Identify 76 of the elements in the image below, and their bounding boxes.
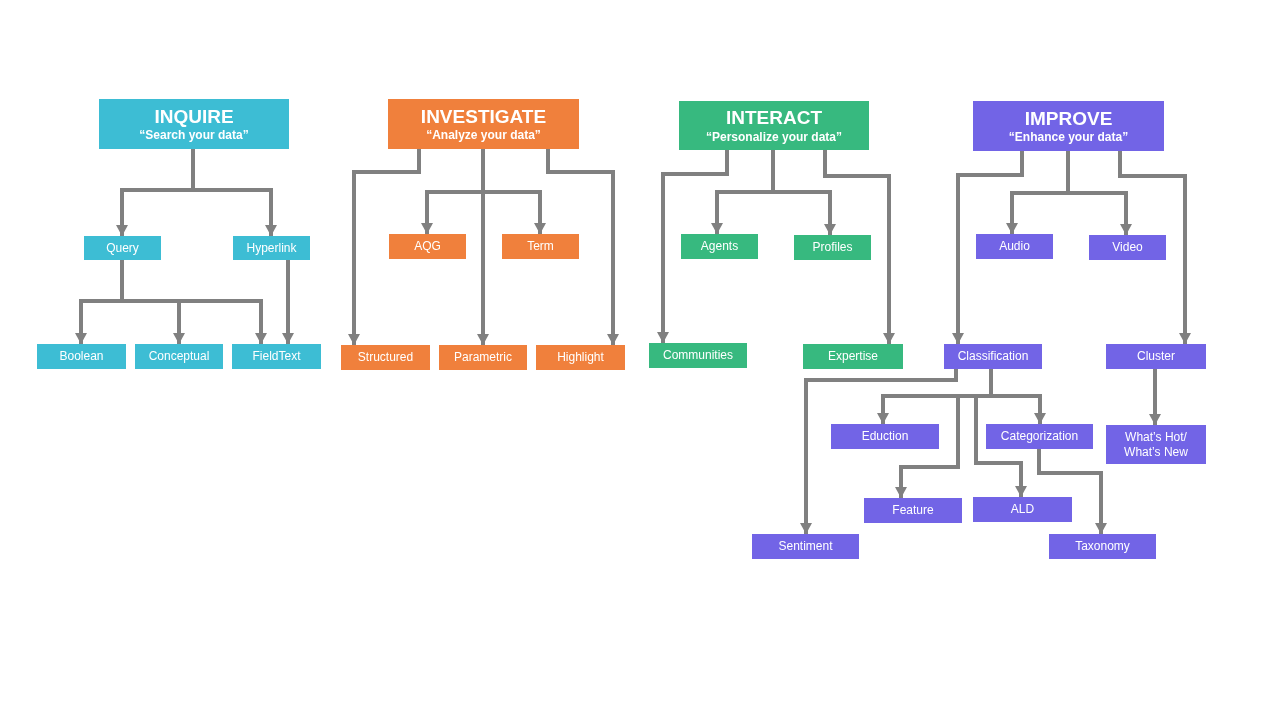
topic-label: AQG <box>413 239 442 254</box>
topic-box <box>649 343 747 368</box>
topic-label: Communities <box>662 348 734 363</box>
category-header-box <box>99 99 289 149</box>
category-title: INTERACT <box>725 106 823 130</box>
topic-label: Boolean <box>58 349 105 364</box>
category-title: IMPROVE <box>1024 106 1113 131</box>
category-header-box <box>973 101 1164 151</box>
topic-label: Parametric <box>453 350 513 365</box>
arrow <box>823 150 895 344</box>
topic-label: Profiles <box>811 240 854 255</box>
topic-label: Query <box>105 240 140 256</box>
category-header-box <box>388 99 579 149</box>
arrow <box>800 369 958 534</box>
topic-box <box>135 344 223 369</box>
topic-label: Feature <box>891 503 935 518</box>
arrow <box>1118 151 1191 344</box>
category-tagline: “Analyze your data” <box>426 128 541 144</box>
topic-box <box>1049 534 1156 559</box>
topic-box <box>986 424 1093 449</box>
topic-box <box>973 497 1072 522</box>
topic-box <box>794 235 871 260</box>
topic-label: Expertise <box>827 349 879 364</box>
arrow <box>348 149 421 345</box>
category-tagline: “Enhance your data” <box>1008 130 1129 146</box>
topic-box <box>944 344 1042 369</box>
topic-box <box>341 345 430 370</box>
arrow <box>191 149 277 236</box>
topic-label: Structured <box>356 350 415 365</box>
topic-label: Highlight <box>556 350 605 365</box>
arrow <box>1037 449 1107 534</box>
topic-box <box>536 345 625 370</box>
topic-box <box>37 344 126 369</box>
topic-label: Hyperlink <box>245 240 298 256</box>
category-tagline: “Search your data” <box>139 128 249 144</box>
arrow <box>1066 151 1132 235</box>
topic-box <box>233 236 310 260</box>
topic-label: What’s Hot/ What’s New <box>1123 429 1189 460</box>
arrow <box>771 150 836 235</box>
topic-box <box>976 234 1053 259</box>
topic-label: FieldText <box>251 349 302 364</box>
topic-box <box>681 234 758 259</box>
arrow <box>657 150 729 343</box>
topic-box <box>864 498 962 523</box>
topic-label: ALD <box>1009 502 1036 517</box>
topic-box <box>1106 425 1206 464</box>
category-tagline: “Personalize your data” <box>705 129 842 145</box>
topic-box <box>389 234 466 259</box>
topic-label: Agents <box>699 239 740 254</box>
arrow <box>282 260 294 344</box>
topic-box <box>831 424 939 449</box>
category-header-box <box>679 101 869 150</box>
topic-box <box>752 534 859 559</box>
category-title: INQUIRE <box>154 104 234 129</box>
category-title: INVESTIGATE <box>420 104 547 129</box>
topic-box <box>84 236 161 260</box>
topic-box <box>502 234 579 259</box>
topic-label: Eduction <box>860 429 910 444</box>
topic-box <box>803 344 903 369</box>
arrow <box>952 151 1024 344</box>
topic-box <box>1089 235 1166 260</box>
arrow <box>974 369 1027 497</box>
topic-label: Term <box>526 239 555 254</box>
topic-box <box>439 345 527 370</box>
topic-label: Categorization <box>999 429 1080 444</box>
topic-label: Video <box>1111 240 1144 255</box>
topic-box <box>232 344 321 369</box>
topic-label: Audio <box>998 239 1031 254</box>
topic-label: Classification <box>956 349 1030 364</box>
topic-box <box>1106 344 1206 369</box>
topic-label: Sentiment <box>777 539 834 554</box>
topic-label: Conceptual <box>147 349 211 364</box>
topic-label: Taxonomy <box>1074 539 1131 554</box>
topic-label: Cluster <box>1136 349 1176 364</box>
arrow <box>546 149 619 345</box>
arrow <box>1149 369 1161 425</box>
